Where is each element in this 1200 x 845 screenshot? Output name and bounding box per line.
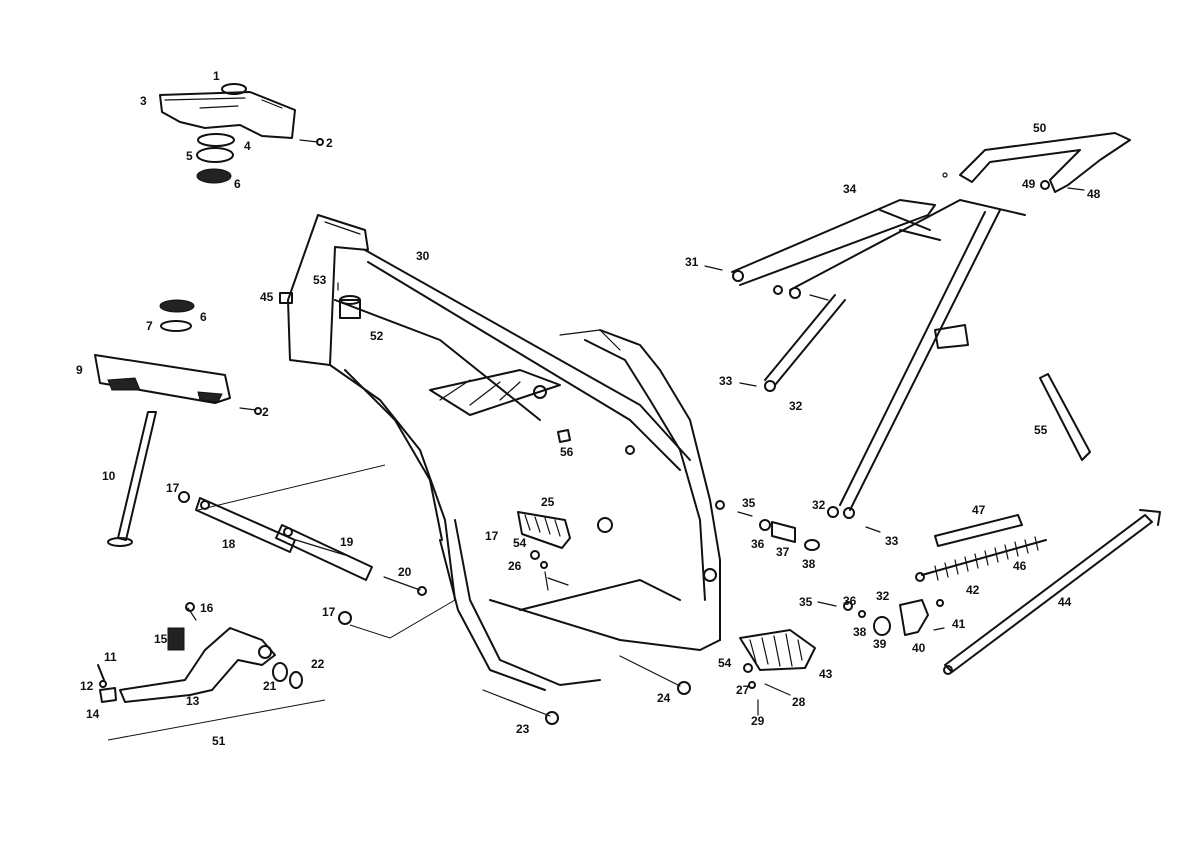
callout-3: 3: [140, 94, 147, 108]
callout-17b: 17: [322, 605, 336, 619]
callout-6a: 6: [234, 177, 241, 191]
callout-30: 30: [416, 249, 430, 263]
callout-24: 24: [657, 691, 671, 705]
rear-subframe: [704, 199, 1026, 533]
callout-2b: 2: [262, 405, 269, 419]
callout-39: 39: [873, 637, 887, 651]
callout-42: 42: [966, 583, 980, 597]
callout-55: 55: [1034, 423, 1048, 437]
callout-52: 52: [370, 329, 384, 343]
long-bolts: [482, 655, 691, 725]
callout-23: 23: [516, 722, 530, 736]
lower-triple-clamp: [94, 299, 262, 415]
callout-12: 12: [80, 679, 94, 693]
callout-25: 25: [541, 495, 555, 509]
callout-18: 18: [222, 537, 236, 551]
spacers-right: [737, 511, 945, 636]
callout-49: 49: [1022, 177, 1036, 191]
callout-37: 37: [776, 545, 790, 559]
frame-fittings: [279, 282, 571, 443]
callout-32b: 32: [812, 498, 826, 512]
rear-brake-pedal: [97, 602, 326, 741]
callout-17c: 17: [485, 529, 499, 543]
footpeg-left: [517, 511, 571, 591]
main-frame: [287, 214, 725, 691]
engine-mount-plates: [178, 464, 456, 639]
callout-17a: 17: [166, 481, 180, 495]
callout-21: 21: [263, 679, 277, 693]
callout-9: 9: [76, 363, 83, 377]
callout-35b: 35: [799, 595, 813, 609]
callout-31: 31: [685, 255, 699, 269]
callout-27: 27: [736, 683, 750, 697]
callout-4: 4: [244, 139, 251, 153]
callout-33a: 33: [719, 374, 733, 388]
callout-41: 41: [952, 617, 966, 631]
callout-29: 29: [751, 714, 765, 728]
callout-47: 47: [972, 503, 986, 517]
callout-44: 44: [1058, 595, 1072, 609]
rear-loop: [942, 132, 1131, 193]
callout-32a: 32: [789, 399, 803, 413]
callout-34: 34: [843, 182, 857, 196]
callout-46: 46: [1013, 559, 1027, 573]
callout-51: 51: [212, 734, 226, 748]
callout-56: 56: [560, 445, 574, 459]
callout-1: 1: [213, 69, 220, 83]
callout-2a: 2: [326, 136, 333, 150]
return-spring: [915, 536, 1047, 582]
callout-54b: 54: [718, 656, 732, 670]
callout-38b: 38: [853, 625, 867, 639]
callout-7: 7: [146, 319, 153, 333]
callout-28: 28: [792, 695, 806, 709]
callout-15: 15: [154, 632, 168, 646]
side-stand: [943, 509, 1161, 675]
callout-26: 26: [508, 559, 522, 573]
callout-50: 50: [1033, 121, 1047, 135]
spacer-tube: [934, 514, 1023, 547]
callout-43: 43: [819, 667, 833, 681]
callout-45: 45: [260, 290, 274, 304]
callout-53: 53: [313, 273, 327, 287]
steering-stem: [107, 411, 157, 547]
callout-54a: 54: [513, 536, 527, 550]
callout-20: 20: [398, 565, 412, 579]
callout-36b: 36: [843, 594, 857, 608]
callout-48: 48: [1087, 187, 1101, 201]
callout-14: 14: [86, 707, 100, 721]
callout-labels: 1 2 3 4 5 6 6 7 9 2 10 11 12 13 14 15 16…: [76, 69, 1101, 748]
bracket-55: [1039, 373, 1091, 461]
callout-36a: 36: [751, 537, 765, 551]
callout-22: 22: [311, 657, 325, 671]
callout-38a: 38: [802, 557, 816, 571]
callout-6b: 6: [200, 310, 207, 324]
callout-16: 16: [200, 601, 214, 615]
upper-triple-clamp: [159, 83, 324, 184]
callout-13: 13: [186, 694, 200, 708]
callout-19: 19: [340, 535, 354, 549]
callout-35a: 35: [742, 496, 756, 510]
callout-11: 11: [104, 650, 117, 664]
callout-5: 5: [186, 149, 193, 163]
callout-40: 40: [912, 641, 926, 655]
callout-10: 10: [102, 469, 116, 483]
callout-33b: 33: [885, 534, 899, 548]
footpeg-right: [739, 629, 816, 716]
callout-32c: 32: [876, 589, 890, 603]
